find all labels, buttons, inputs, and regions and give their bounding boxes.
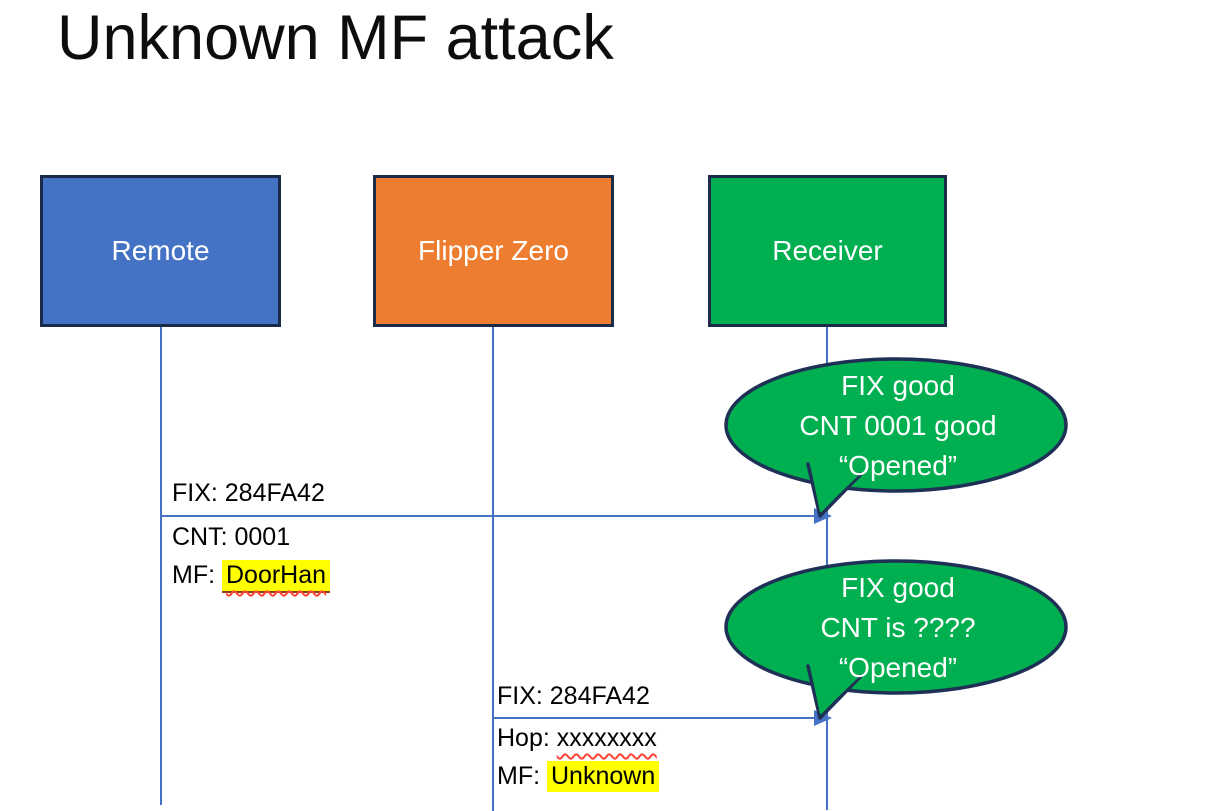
message1-line-fix: FIX: 284FA42 <box>172 479 325 507</box>
message2-line-fix: FIX: 284FA42 <box>497 682 650 710</box>
callout1-line1: FIX good <box>841 370 955 401</box>
message2-mf-prefix: MF: <box>497 762 547 790</box>
message1-mf-prefix: MF: <box>172 561 222 589</box>
message2-mf-value-highlighted: Unknown <box>547 761 660 792</box>
lifeline-remote <box>160 327 162 805</box>
message1-line-mf: MF: DoorHan <box>172 559 331 593</box>
message-arrow-2-shaft <box>493 717 816 719</box>
callout2-line3: “Opened” <box>838 652 958 683</box>
slide-title: Unknown MF attack <box>57 3 614 73</box>
callout1-bubble-shape <box>724 357 1068 518</box>
message1-mf-value-highlighted: DoorHan <box>222 560 331 593</box>
callout2-line2: CNT is ???? <box>820 612 976 643</box>
message-arrow-1-shaft <box>161 515 816 517</box>
callout1-text: FIX good CNT 0001 good “Opened” <box>726 366 1070 486</box>
callout1-line2: CNT 0001 good <box>799 410 997 441</box>
lifeline-flipper-zero <box>492 327 494 811</box>
actor-box-remote: Remote <box>40 175 281 327</box>
actor-label-remote: Remote <box>111 235 210 266</box>
message2-line-mf: MF: Unknown <box>497 760 660 792</box>
message2-hop-value-misspelled: xxxxxxxx <box>556 724 657 752</box>
message1-line-cnt: CNT: 0001 <box>172 523 291 551</box>
message2-line-hop: Hop: xxxxxxxx <box>497 722 657 754</box>
callout2-bubble-shape <box>724 559 1068 720</box>
actor-label-flipper-zero: Flipper Zero <box>418 235 569 266</box>
actor-label-receiver: Receiver <box>772 235 883 266</box>
actor-box-flipper-zero: Flipper Zero <box>373 175 614 327</box>
callout2-line1: FIX good <box>841 572 955 603</box>
message2-hop-prefix: Hop: <box>497 724 557 752</box>
callout2-text: FIX good CNT is ???? “Opened” <box>726 568 1070 688</box>
callout1-line3: “Opened” <box>838 450 958 481</box>
actor-box-receiver: Receiver <box>708 175 947 327</box>
